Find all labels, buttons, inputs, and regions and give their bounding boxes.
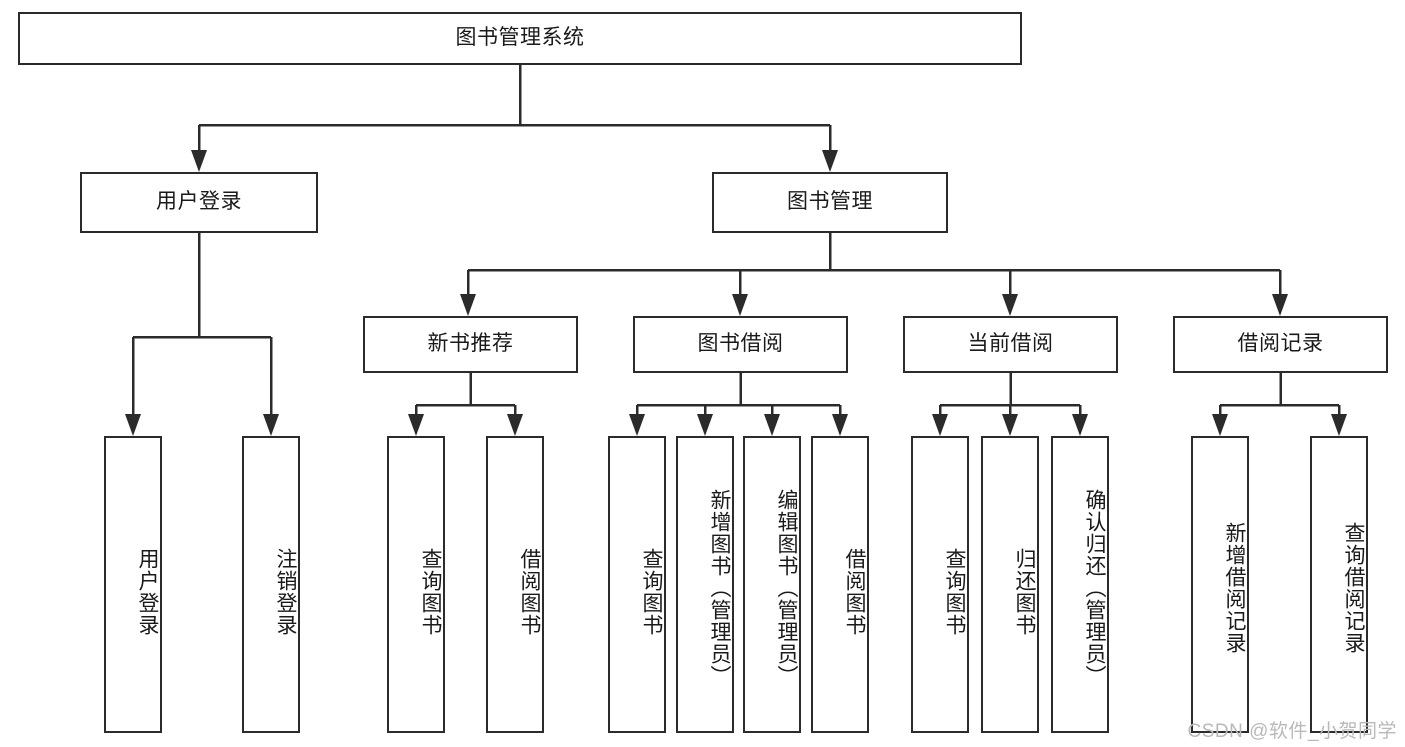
- arrow-head-icon: [1331, 414, 1347, 436]
- arrow-head-icon: [697, 414, 713, 436]
- node-label: 借阅记录: [1237, 332, 1324, 356]
- node-label: 用户登录: [136, 547, 159, 636]
- node-label: 借阅图书: [843, 547, 866, 636]
- node-label: 当前借阅: [967, 332, 1054, 356]
- arrow-head-icon: [1212, 414, 1228, 436]
- node-label: 图书借阅: [697, 332, 784, 356]
- node-root[interactable]: 图书管理系统: [18, 12, 1022, 65]
- watermark: CSDN @软件_小贺同学: [1187, 721, 1397, 742]
- node-label: 查询图书: [419, 547, 442, 636]
- node-label: 编辑图书（管理员）: [775, 488, 798, 687]
- node-leaf-add-book[interactable]: 新增图书（管理员）: [676, 436, 734, 733]
- arrow-head-icon: [263, 414, 279, 436]
- arrow-head-icon: [1072, 414, 1088, 436]
- node-leaf-logout[interactable]: 注销登录: [242, 436, 300, 733]
- node-label: 注销登录: [274, 547, 297, 636]
- arrow-head-icon: [629, 414, 645, 436]
- arrow-head-icon: [822, 150, 838, 172]
- arrow-head-icon: [1272, 294, 1288, 316]
- arrow-head-icon: [732, 294, 748, 316]
- node-leaf-query-book-1[interactable]: 查询图书: [387, 436, 445, 733]
- node-leaf-borrow-book-2[interactable]: 借阅图书: [811, 436, 869, 733]
- node-label: 查询图书: [640, 547, 663, 636]
- arrow-head-icon: [832, 414, 848, 436]
- node-label: 图书管理: [787, 190, 873, 214]
- arrow-head-icon: [125, 414, 141, 436]
- node-label: 确认归还（管理员）: [1083, 488, 1106, 687]
- node-book-borrow[interactable]: 图书借阅: [633, 316, 848, 373]
- node-label: 新增借阅记录: [1223, 521, 1246, 654]
- node-leaf-query-book-3[interactable]: 查询图书: [911, 436, 969, 733]
- node-leaf-return-book[interactable]: 归还图书: [981, 436, 1039, 733]
- node-book-manage[interactable]: 图书管理: [712, 172, 948, 233]
- node-label: 借阅图书: [518, 547, 541, 636]
- node-label: 图书管理系统: [455, 26, 585, 50]
- arrow-head-icon: [764, 414, 780, 436]
- node-leaf-user-login[interactable]: 用户登录: [104, 436, 162, 733]
- node-current-borrow[interactable]: 当前借阅: [903, 316, 1118, 373]
- node-label: 归还图书: [1013, 547, 1036, 636]
- arrow-head-icon: [460, 294, 476, 316]
- node-leaf-edit-book[interactable]: 编辑图书（管理员）: [743, 436, 801, 733]
- node-leaf-add-record[interactable]: 新增借阅记录: [1191, 436, 1249, 733]
- node-label: 查询图书: [943, 547, 966, 636]
- arrow-head-icon: [932, 414, 948, 436]
- node-leaf-query-record[interactable]: 查询借阅记录: [1310, 436, 1368, 733]
- node-label: 新书推荐: [427, 332, 514, 356]
- node-leaf-borrow-book-1[interactable]: 借阅图书: [486, 436, 544, 733]
- arrow-head-icon: [1002, 294, 1018, 316]
- arrow-head-icon: [507, 414, 523, 436]
- arrow-head-icon: [408, 414, 424, 436]
- node-label: 查询借阅记录: [1342, 521, 1365, 654]
- node-label: 用户登录: [156, 190, 242, 214]
- node-new-book-rec[interactable]: 新书推荐: [363, 316, 578, 373]
- arrow-head-icon: [1002, 414, 1018, 436]
- node-label: 新增图书（管理员）: [708, 488, 731, 687]
- arrow-head-icon: [191, 150, 207, 172]
- node-leaf-confirm-return[interactable]: 确认归还（管理员）: [1051, 436, 1109, 733]
- node-user-login[interactable]: 用户登录: [80, 172, 318, 233]
- node-borrow-record[interactable]: 借阅记录: [1173, 316, 1388, 373]
- node-leaf-query-book-2[interactable]: 查询图书: [608, 436, 666, 733]
